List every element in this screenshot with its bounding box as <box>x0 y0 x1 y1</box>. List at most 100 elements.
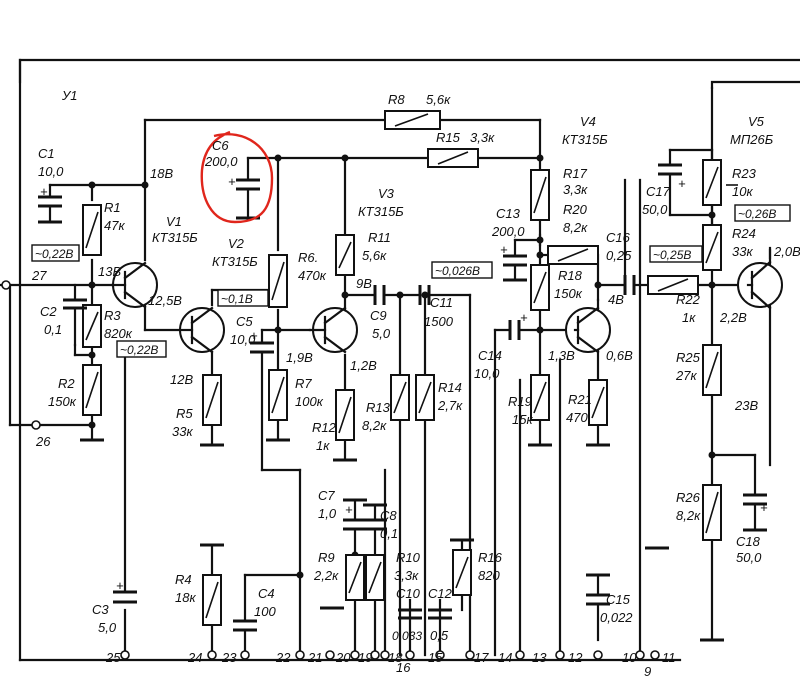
c14-ref: C14 <box>478 348 502 363</box>
r8-ref: R8 <box>388 92 405 107</box>
v1-ref: V1 <box>166 214 182 229</box>
r15-value: 3,3к <box>470 130 495 145</box>
c6-ref: C6 <box>212 138 229 153</box>
resistor-R15 <box>427 148 479 168</box>
r8-value: 5,6к <box>426 92 451 107</box>
resistor-R10 <box>365 554 385 601</box>
c4-value: 100 <box>254 604 276 619</box>
r11-value: 5,6к <box>362 248 387 263</box>
r22-value: 1к <box>682 310 696 325</box>
c6-value: 200,0 <box>204 154 238 169</box>
capacitor-C14: + <box>508 310 528 340</box>
volt-2-2: 2,2В <box>719 310 747 325</box>
highlight-circle <box>200 130 274 224</box>
capacitor-C5: + <box>250 328 274 354</box>
term-11: 11 <box>662 650 676 665</box>
r5-value: 33к <box>172 424 193 439</box>
r18-value: 150к <box>554 286 583 301</box>
ac-v6: ~0,26В <box>738 207 776 221</box>
capacitor-C2 <box>63 298 87 347</box>
resistor-R24 <box>702 224 722 271</box>
capacitor-C15 <box>586 593 610 606</box>
transistor-V1 <box>110 261 158 309</box>
wiring <box>0 118 772 657</box>
volt-1-2: 1,2В <box>350 358 377 373</box>
resistor-R1 <box>82 204 102 256</box>
svg-text:+: + <box>228 174 236 189</box>
r20-value: 8,2к <box>563 220 588 235</box>
r7-value: 100к <box>295 394 324 409</box>
capacitor-C18: + <box>743 493 768 515</box>
c9-ref: C9 <box>370 308 387 323</box>
r9-ref: R9 <box>318 550 335 565</box>
c10-value: 0,033 <box>392 629 422 643</box>
capacitor-C13: + <box>500 242 527 282</box>
r25-ref: R25 <box>676 350 701 365</box>
r14-value: 2,7к <box>437 398 463 413</box>
transistor-V2 <box>178 306 225 354</box>
r15-ref: R15 <box>436 130 461 145</box>
resistor-R21 <box>588 379 608 426</box>
r13-ref: R13 <box>366 400 391 415</box>
c10-ref: C10 <box>396 586 421 601</box>
c12-value: 0,5 <box>430 628 449 643</box>
ac-v1: ~0,22В <box>35 247 73 261</box>
ac-v2: ~0,22В <box>120 343 158 357</box>
r10-ref: R10 <box>396 550 421 565</box>
volt-2-0: 2,0В <box>773 244 800 259</box>
resistor-R18 <box>530 264 550 311</box>
terminal-row <box>1 280 660 660</box>
ac-box-1 <box>31 244 80 262</box>
r6-ref: R6. <box>298 250 318 265</box>
r21-value: 470 <box>566 410 588 425</box>
resistor-R22 <box>647 275 699 295</box>
r2-ref: R2 <box>58 376 75 391</box>
svg-text:+: + <box>500 242 508 257</box>
r24-value: 33к <box>732 244 753 259</box>
r22-ref: R22 <box>676 292 701 307</box>
c3-ref: C3 <box>92 602 109 617</box>
r2-value: 150к <box>48 394 77 409</box>
c5-ref: C5 <box>236 314 253 329</box>
term-17: 17 <box>474 650 489 665</box>
r9-value: 2,2к <box>313 568 339 583</box>
transistor-V3 <box>308 306 358 354</box>
capacitor-C3: + <box>113 578 137 604</box>
resistor-R2 <box>82 364 102 416</box>
r3-ref: R3 <box>104 308 121 323</box>
v2-ref: V2 <box>228 236 245 251</box>
term-14: 14 <box>498 650 512 665</box>
c11-value: 1500 <box>424 314 454 329</box>
r16-value: 820 <box>478 568 500 583</box>
svg-text:+: + <box>520 310 528 325</box>
r1-ref: R1 <box>104 200 121 215</box>
term-13: 13 <box>532 650 547 665</box>
term-20: 20 <box>335 650 351 665</box>
resistor-R7 <box>268 369 288 421</box>
v2-type: КТ315Б <box>212 254 258 269</box>
r23-value: 10к <box>732 184 753 199</box>
r6-value: 470к <box>298 268 327 283</box>
c18-ref: C18 <box>736 534 761 549</box>
resistor-R25 <box>702 344 722 396</box>
resistor-R9 <box>345 554 365 601</box>
capacitor-C16 <box>623 275 636 295</box>
ac-box-6 <box>734 204 791 222</box>
v5-ref: V5 <box>748 114 765 129</box>
term-24: 24 <box>187 650 202 665</box>
term-19: 19 <box>358 650 372 665</box>
r23-ref: R23 <box>732 166 757 181</box>
resistor-R16 <box>452 549 472 596</box>
r25-value: 27к <box>675 368 697 383</box>
ac-box-2 <box>116 340 167 358</box>
unit-label: У1 <box>61 88 78 103</box>
volt-4: 4В <box>608 292 624 307</box>
v3-ref: V3 <box>378 186 395 201</box>
svg-text:+: + <box>40 184 48 199</box>
c13-ref: C13 <box>496 206 521 221</box>
transistor-V5 <box>737 260 783 310</box>
resistor-R17 <box>530 169 550 221</box>
ac-box-5 <box>649 245 703 263</box>
c15-value: 0,022 <box>600 610 633 625</box>
svg-text:+: + <box>345 502 353 517</box>
